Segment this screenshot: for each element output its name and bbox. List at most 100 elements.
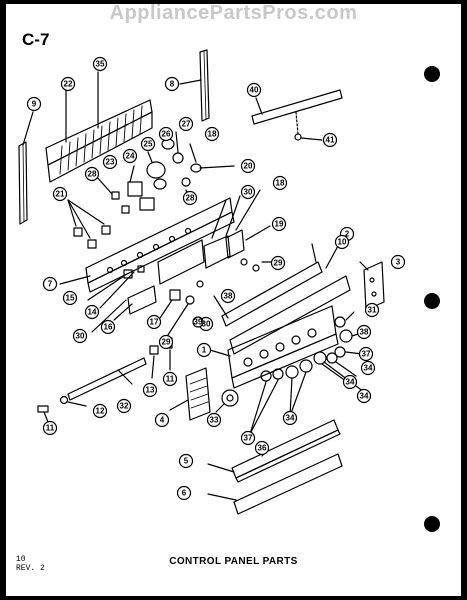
callout-number: 20 [244, 162, 253, 171]
part-clips [67, 175, 130, 249]
part-trim-strip [207, 419, 341, 483]
callout-5: 5 [178, 453, 194, 469]
binder-hole [424, 66, 440, 82]
callout-7: 7 [42, 276, 58, 292]
callout-20: 20 [240, 158, 256, 174]
footer-page-number: 10 [16, 555, 26, 564]
page-code: C-7 [22, 30, 50, 49]
callout-number: 36 [258, 444, 267, 453]
part-upper-control-panel [59, 197, 235, 293]
part-vent-panel [45, 71, 153, 183]
callout-3: 3 [390, 254, 406, 270]
callout-17: 17 [146, 314, 162, 330]
callout-number: 34 [286, 414, 295, 423]
callout-28a: 28 [84, 166, 100, 182]
callout-26: 26 [158, 126, 174, 142]
callout-39: 39 [192, 316, 204, 328]
callout-30a: 30 [240, 184, 256, 200]
part-switch-cluster [127, 131, 235, 211]
callout-21: 21 [52, 186, 68, 202]
binder-hole [424, 516, 440, 532]
diagram-title: CONTROL PANEL PARTS [169, 556, 298, 567]
part-vent-grille [169, 367, 211, 421]
callout-number: 10 [338, 238, 347, 247]
callout-34c: 34 [282, 410, 298, 426]
callout-29b: 29 [158, 334, 174, 350]
callout-number: 30 [76, 332, 85, 341]
callout-37b: 37 [240, 430, 256, 446]
callout-number: 26 [162, 130, 171, 139]
callout-37a: 37 [358, 346, 374, 362]
callout-number: 29 [162, 338, 171, 347]
callout-30b: 30 [72, 328, 88, 344]
callout-34d: 34 [360, 360, 376, 376]
callout-number: 9 [32, 100, 37, 109]
callout-9: 9 [26, 96, 42, 112]
binder-hole [424, 293, 440, 309]
callout-11b: 11 [42, 420, 58, 436]
callout-24: 24 [122, 148, 138, 164]
callout-number: 13 [146, 386, 155, 395]
callout-number: 37 [244, 434, 253, 443]
callout-18b: 18 [272, 175, 288, 191]
callout-36: 36 [254, 440, 270, 456]
callout-number: 41 [326, 136, 335, 145]
part-controls-cluster [87, 258, 273, 339]
callout-33: 33 [206, 412, 222, 428]
callout-number: 14 [88, 308, 97, 317]
callout-number: 34 [360, 392, 369, 401]
callout-1: 1 [196, 342, 212, 358]
callout-number: 18 [208, 130, 217, 139]
callout-number: 16 [104, 323, 113, 332]
callout-number: 19 [275, 220, 284, 229]
callout-28b: 28 [182, 190, 198, 206]
callout-number: 5 [184, 457, 189, 466]
part-bracket [251, 89, 343, 141]
callout-18a: 18 [204, 126, 220, 142]
part-vertical-strip [179, 49, 210, 122]
callout-number: 7 [48, 280, 53, 289]
callout-number: 38 [360, 328, 369, 337]
callout-number: 17 [150, 318, 159, 327]
callout-number: 28 [88, 170, 97, 179]
part-knob-detail [215, 389, 239, 413]
callout-number: 35 [96, 60, 105, 69]
callout-35: 35 [92, 56, 108, 72]
callout-6: 6 [176, 485, 192, 501]
callout-27: 27 [178, 116, 194, 132]
callout-number: 32 [120, 402, 129, 411]
callout-number: 6 [182, 489, 187, 498]
callout-number: 24 [126, 152, 135, 161]
callout-11a: 11 [162, 371, 178, 387]
callout-number: 12 [96, 407, 105, 416]
callout-14: 14 [84, 304, 100, 320]
part-side-bracket [359, 261, 385, 311]
callout-number: 15 [66, 294, 75, 303]
callout-10: 10 [334, 234, 350, 250]
callout-number: 11 [46, 424, 55, 433]
callout-19: 19 [271, 216, 287, 232]
callout-38a: 38 [356, 324, 372, 340]
callout-number: 4 [160, 416, 165, 425]
part-long-rail [213, 243, 351, 355]
callout-40: 40 [246, 82, 262, 98]
part-mounting-brackets [157, 189, 271, 285]
callout-23: 23 [102, 154, 118, 170]
part-left-strip [18, 111, 34, 225]
callout-29a: 29 [270, 255, 286, 271]
callout-number: 39 [194, 318, 203, 327]
callout-number: 8 [170, 80, 175, 89]
callout-41: 41 [322, 132, 338, 148]
callout-number: 37 [362, 350, 371, 359]
callout-number: 11 [166, 375, 175, 384]
callout-number: 40 [250, 86, 259, 95]
part-main-control-panel [209, 305, 339, 389]
part-knobs [249, 311, 365, 435]
callout-number: 2 [345, 230, 350, 239]
callout-number: 30 [202, 320, 211, 329]
callout-8: 8 [164, 76, 180, 92]
callout-number: 23 [106, 158, 115, 167]
callout-number: 30 [244, 188, 253, 197]
watermark: AppliancePartsPros.com [109, 2, 358, 24]
callout-15: 15 [62, 290, 78, 306]
